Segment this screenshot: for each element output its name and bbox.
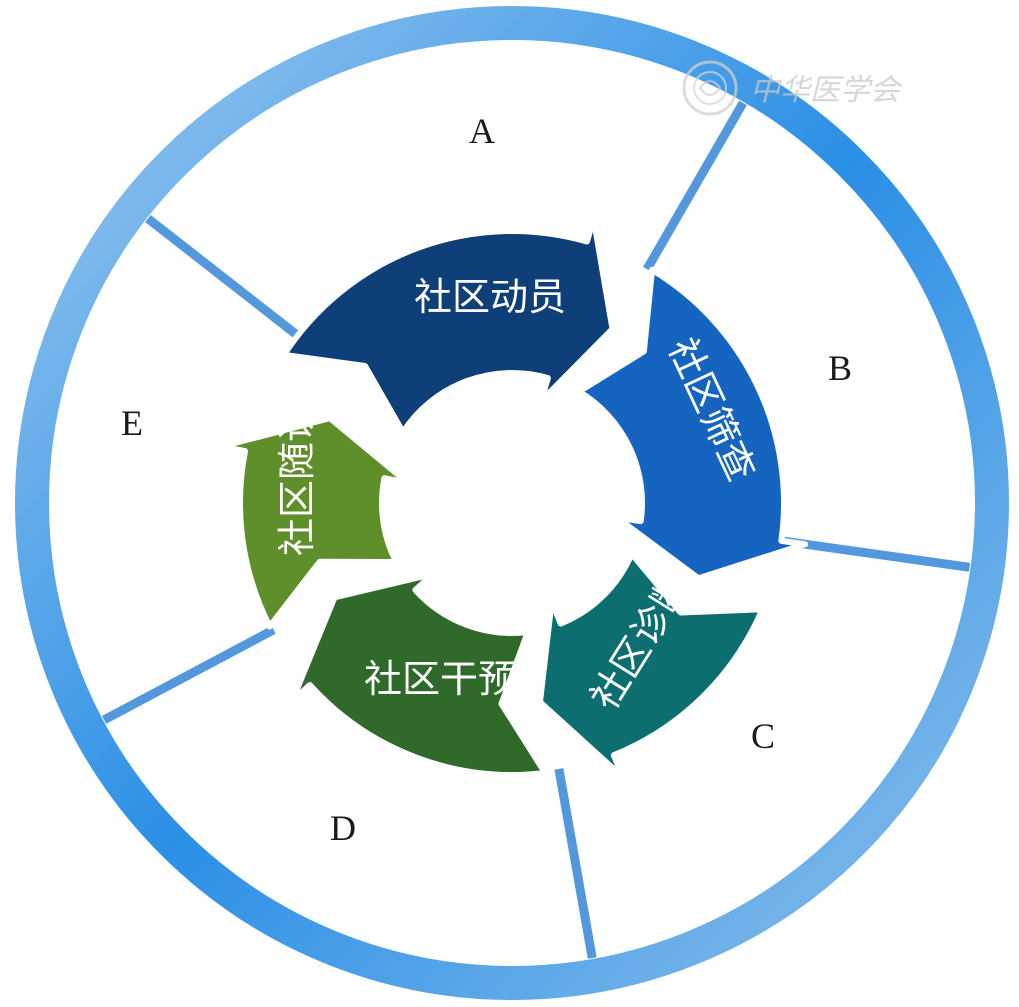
label-intervene: 社区干预 bbox=[364, 657, 516, 701]
arrow-followup bbox=[218, 415, 411, 630]
sector-divider bbox=[101, 625, 276, 724]
arrow-intervene bbox=[289, 570, 549, 778]
outer-ring bbox=[15, 6, 1009, 1000]
sector-divider bbox=[554, 768, 597, 959]
sector-letter-e: E bbox=[121, 403, 143, 443]
sector-letter-c: C bbox=[751, 716, 775, 756]
sector-letter-a: A bbox=[469, 111, 495, 151]
arrow-mobilize bbox=[280, 215, 616, 436]
arrow-screen bbox=[575, 266, 809, 582]
label-mobilize: 社区动员 bbox=[414, 275, 566, 319]
label-followup: 社区随访 bbox=[275, 404, 319, 556]
sector-divider bbox=[145, 215, 303, 341]
watermark-text: 中华医学会 bbox=[750, 73, 903, 108]
sector-divider bbox=[643, 100, 747, 272]
sector-letter-d: D bbox=[330, 808, 356, 848]
cycle-arrows bbox=[218, 215, 809, 781]
sector-divider bbox=[778, 536, 971, 572]
seal-icon bbox=[682, 60, 738, 116]
sector-letter-b: B bbox=[828, 348, 852, 388]
arrow-diagnose bbox=[536, 550, 766, 781]
sector-dividers bbox=[101, 100, 971, 959]
watermark: 中华医学会 bbox=[682, 60, 903, 116]
